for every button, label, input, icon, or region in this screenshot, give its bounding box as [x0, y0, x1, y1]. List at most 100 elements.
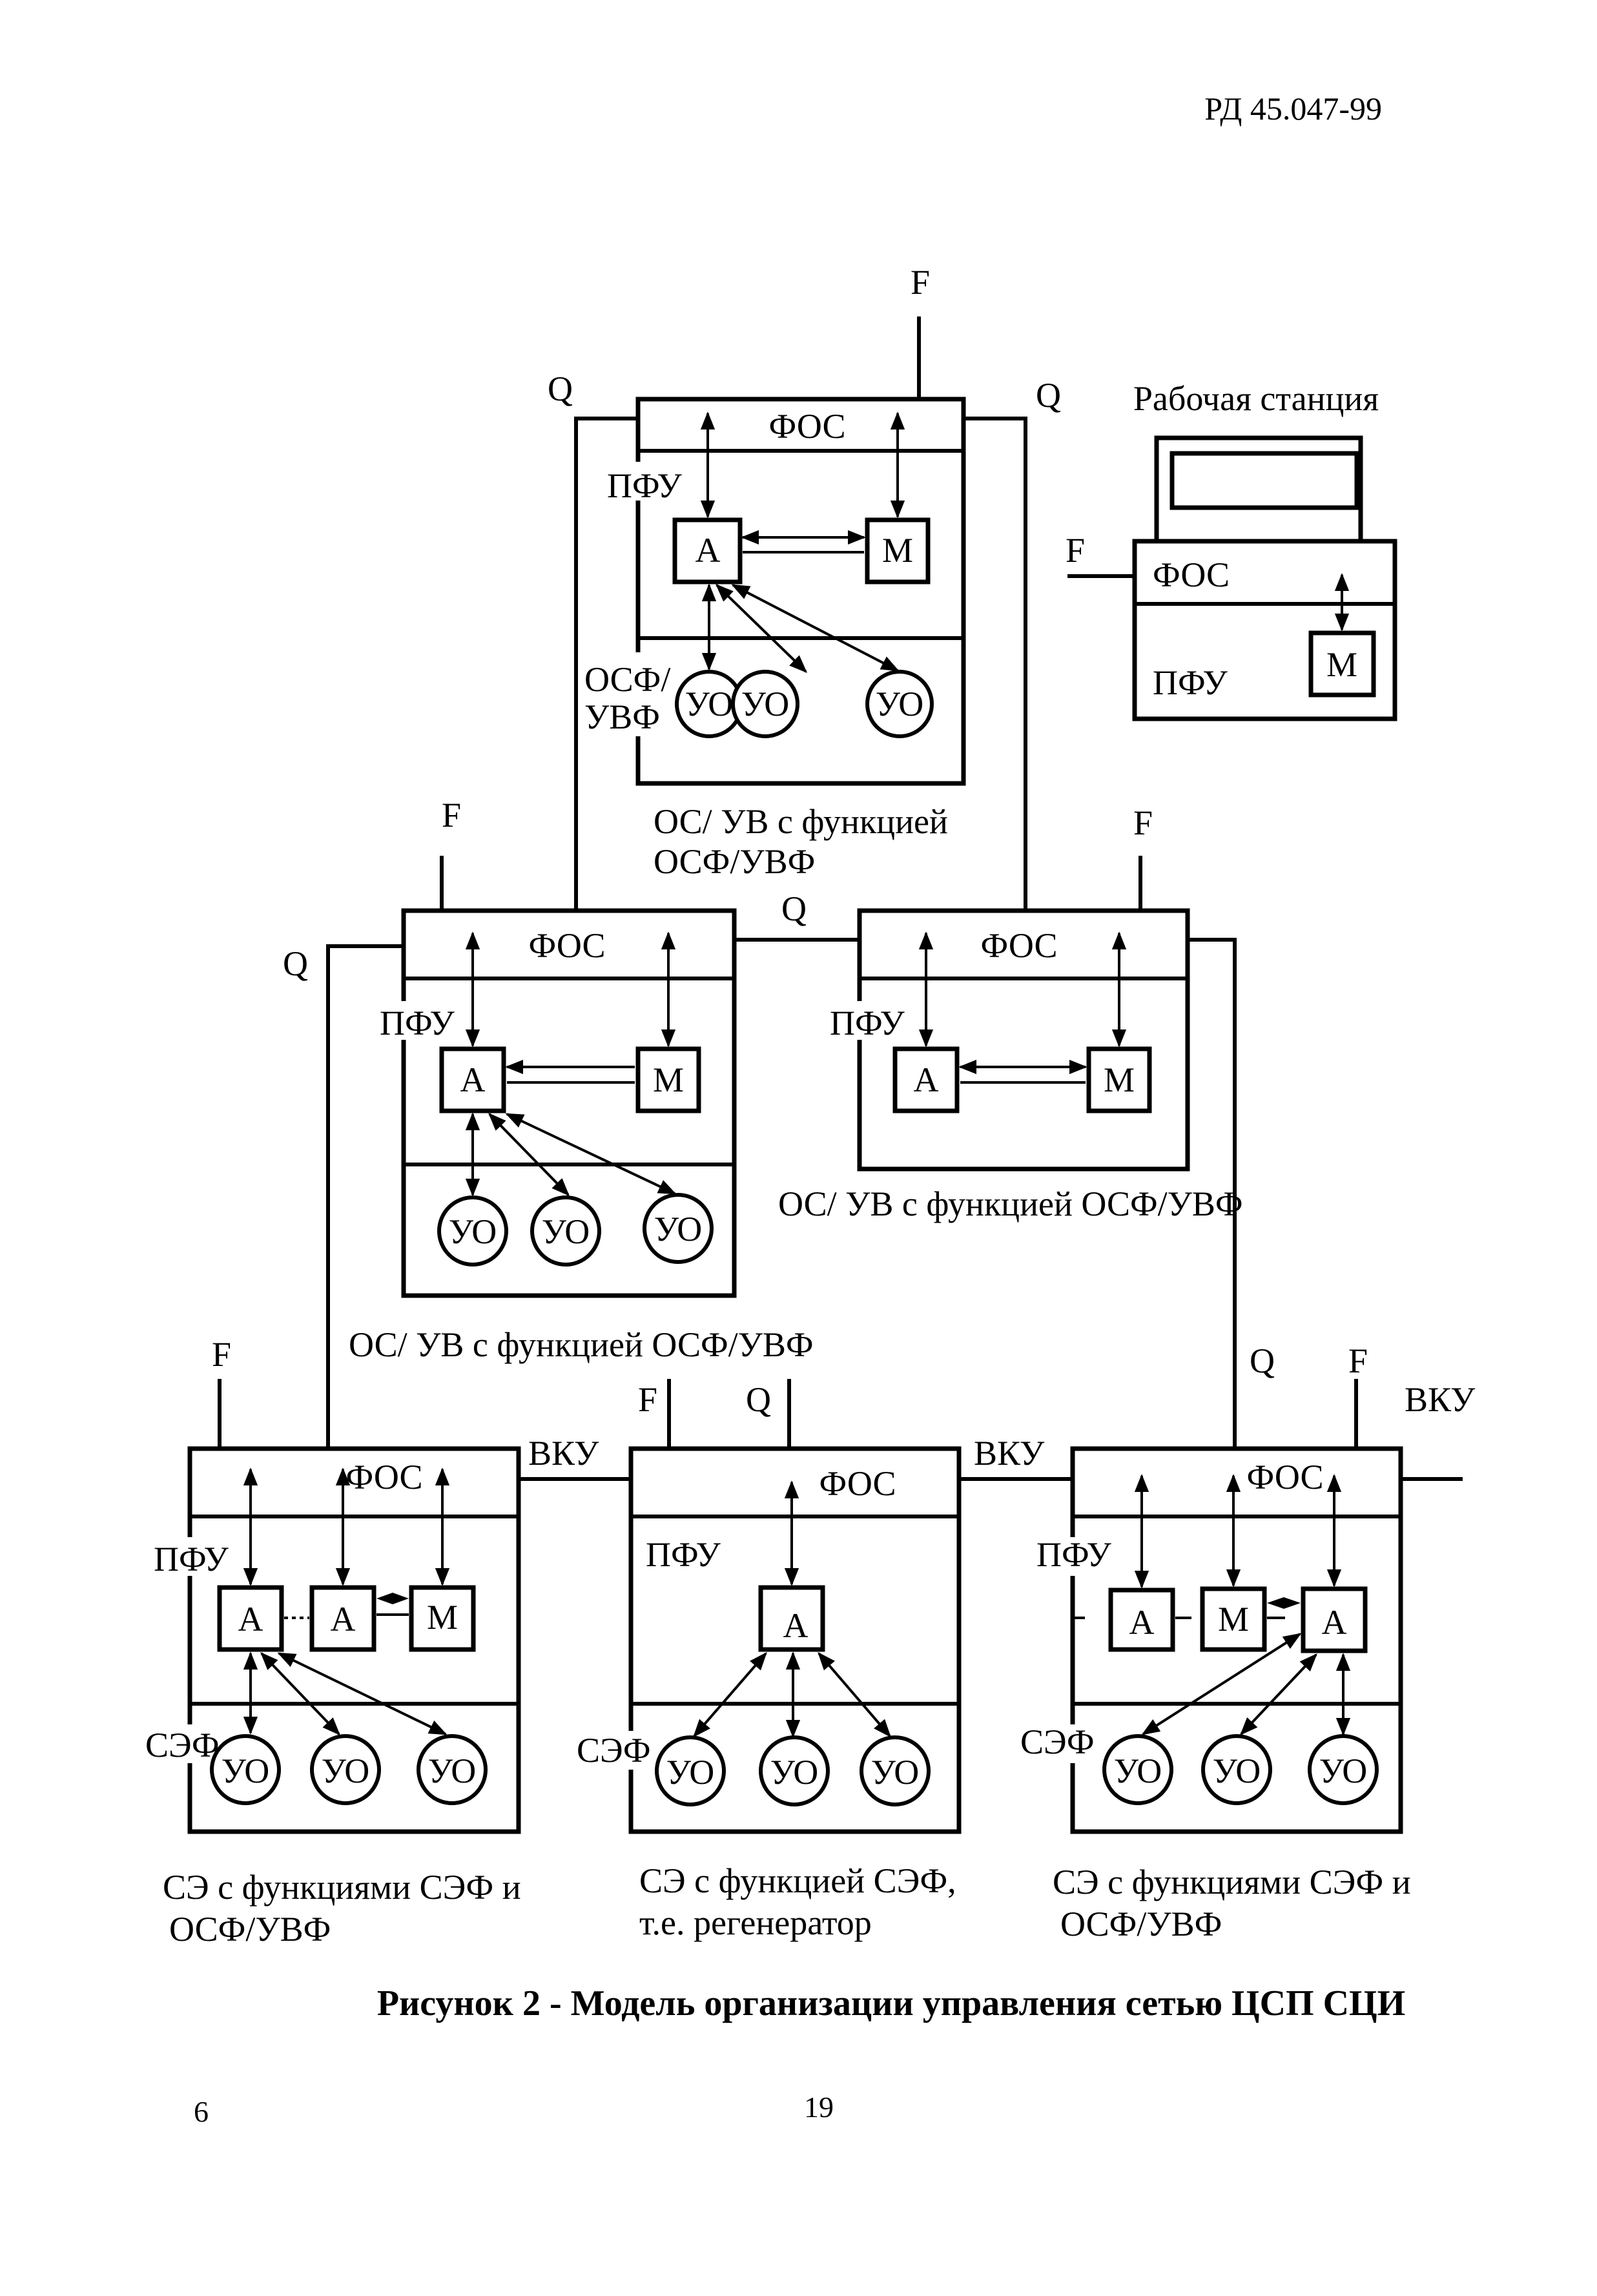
page-number-left: 6	[194, 2095, 209, 2128]
agent-box	[758, 1585, 825, 1652]
agent-label: А	[238, 1600, 263, 1639]
agent-box	[892, 1046, 960, 1113]
managed-object-label: УО	[449, 1212, 497, 1251]
q-line-mid-right-down	[1188, 938, 1237, 1449]
mid-right-os-frame	[857, 908, 1190, 1172]
pfu-label: ПФУ	[154, 1540, 229, 1578]
page-number-center: 19	[804, 2091, 834, 2124]
mid-right-os-caption: ОС/ УВ с функцией ОСФ/УВФ	[778, 1184, 1243, 1223]
q-line-top-left	[574, 417, 638, 911]
managed-object-label: УО	[1319, 1752, 1368, 1790]
workstation-title: Рабочая станция	[1133, 379, 1379, 418]
managed-object-label: УО	[542, 1212, 590, 1251]
managed-object-label: УО	[428, 1752, 477, 1790]
manager-label: М	[427, 1598, 458, 1637]
managed-object-circle	[437, 1195, 508, 1267]
managed-object-label: УО	[876, 685, 924, 723]
managed-object-label: УО	[685, 685, 734, 723]
agent-label: А	[695, 531, 721, 570]
ne-left-box: ФОС ПФУ СЭФ А А М УО УО УО	[145, 1446, 521, 1834]
osf-label: ОСФ/	[584, 660, 670, 699]
pfu-label: ПФУ	[1153, 663, 1228, 702]
q-line-mid-left-down	[326, 944, 404, 1449]
managed-object-label: УО	[1213, 1752, 1261, 1790]
managed-object-circle	[417, 1734, 488, 1805]
manager-label: М	[653, 1060, 684, 1099]
arrow-agent-mo	[818, 1651, 891, 1738]
vku-label-right: ВКУ	[1405, 1380, 1476, 1419]
agent-box	[217, 1585, 284, 1652]
manager-label: М	[1104, 1060, 1135, 1099]
arrow-agent-mo	[277, 1652, 448, 1735]
arrow-agent-mo	[505, 1113, 677, 1195]
manager-box	[1086, 1046, 1152, 1113]
ne-middle-caption-1: СЭ с функцией СЭФ,	[639, 1861, 956, 1900]
managed-object-label: УО	[1114, 1752, 1162, 1790]
manager-box	[865, 517, 931, 584]
managed-object-circle	[1308, 1734, 1379, 1805]
fos-label: ФОС	[769, 407, 846, 446]
vku-label-left: ВКУ	[528, 1434, 599, 1473]
q-label-bottom-right: Q	[1250, 1341, 1275, 1380]
arrow-agent-mo	[731, 584, 900, 672]
f-label-bottom-left: F	[212, 1335, 231, 1374]
ne-right-caption-2: ОСФ/УВФ	[1060, 1905, 1222, 1943]
mid-left-os-box: ФОС ПФУ А М УО УО УО	[375, 908, 737, 1298]
vku-label-middle: ВКУ	[974, 1434, 1045, 1473]
mid-left-os-caption: ОС/ УВ с функцией ОСФ/УВФ	[349, 1325, 814, 1364]
pfu-label: ПФУ	[1036, 1535, 1112, 1574]
managed-object-circle	[655, 1735, 726, 1806]
pfu-label: ПФУ	[607, 466, 683, 505]
agent-box	[672, 517, 743, 584]
monitor-screen	[1169, 451, 1359, 510]
f-label-bottom-middle: F	[638, 1380, 657, 1419]
arrow-agent-mo	[1141, 1633, 1302, 1735]
ne-middle-box: ФОС ПФУ СЭФ А УО УО УО	[575, 1446, 962, 1834]
pfu-label: ПФУ	[830, 1004, 905, 1042]
fos-label: ФОС	[346, 1458, 423, 1496]
figure-caption: Рисунок 2 - Модель организации управлени…	[377, 1983, 1405, 2023]
q-label-mid: Q	[781, 889, 807, 928]
agent-box	[1301, 1586, 1368, 1653]
f-label-mid-left: F	[442, 796, 461, 834]
manager-label: М	[1218, 1600, 1249, 1639]
f-label-top: F	[911, 263, 930, 302]
manager-box	[1308, 630, 1376, 698]
arrow-agent-mo	[1240, 1653, 1317, 1736]
q-label-top-left: Q	[548, 369, 573, 408]
managed-object-label: УО	[666, 1753, 715, 1792]
diamond-connector	[376, 1593, 409, 1604]
managed-object-circle	[1201, 1734, 1272, 1805]
fos-label: ФОС	[819, 1464, 896, 1503]
managed-object-label: УО	[322, 1752, 370, 1790]
ne-right-caption-1: СЭ с функциями СЭФ и	[1053, 1863, 1411, 1901]
uvf-label: УВФ	[584, 698, 660, 736]
f-label-workstation: F	[1066, 531, 1085, 570]
managed-object-circle	[860, 1735, 931, 1806]
agent-box	[439, 1046, 506, 1113]
diamond-connector	[1267, 1597, 1301, 1609]
managed-object-label: УО	[871, 1753, 920, 1792]
managed-object-circle	[1102, 1734, 1173, 1805]
fos-label: ФОС	[981, 926, 1058, 965]
doc-code: РД 45.047-99	[1204, 90, 1382, 127]
agent-box	[309, 1585, 376, 1652]
agent-label: А	[1322, 1603, 1347, 1642]
ne-left-caption-2: ОСФ/УВФ	[169, 1910, 331, 1949]
managed-object-label: УО	[770, 1753, 819, 1792]
top-os-caption-1: ОС/ УВ с функцией	[654, 802, 948, 841]
connection-lines	[218, 316, 1463, 1481]
q-label-bottom-middle: Q	[746, 1380, 771, 1419]
f-label-mid-right: F	[1133, 803, 1153, 842]
managed-object-circle	[530, 1195, 601, 1267]
agent-label: А	[331, 1600, 356, 1639]
sef-label: СЭФ	[1020, 1722, 1095, 1761]
f-label-bottom-right: F	[1348, 1341, 1368, 1380]
top-os-box: ФОС ПФУ ОСФ/ УВФ А М УО УО УО	[581, 397, 966, 786]
manager-box	[409, 1585, 476, 1652]
arrow-agent-mo	[693, 1651, 767, 1738]
ne-left-caption-1: СЭ с функциями СЭФ и	[163, 1868, 521, 1907]
q-label-top-right: Q	[1036, 376, 1061, 415]
pfu-label: ПФУ	[380, 1004, 455, 1042]
agent-label: А	[783, 1606, 809, 1645]
